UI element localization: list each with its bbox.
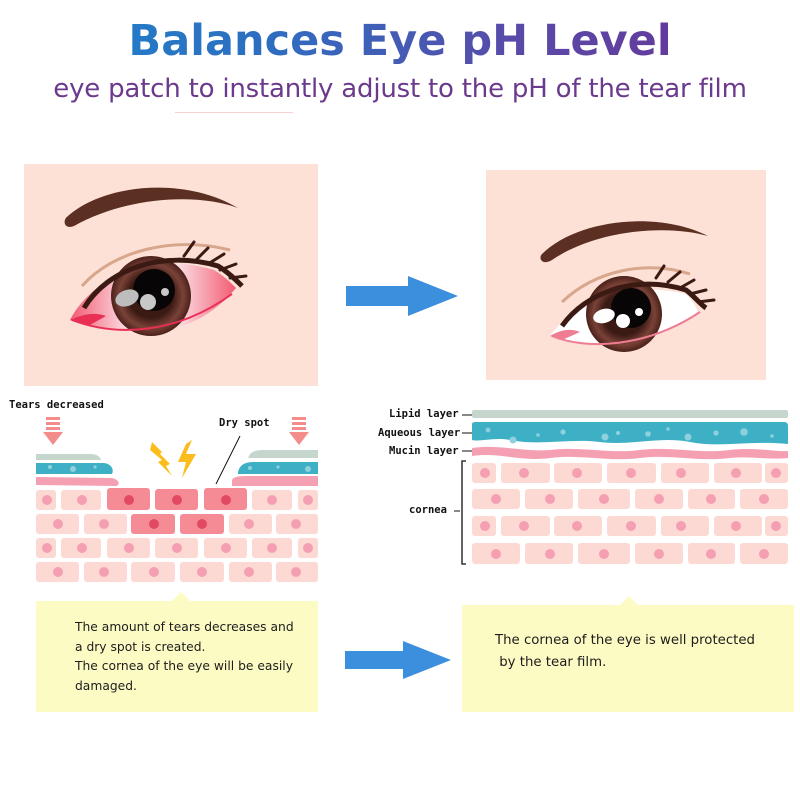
irritated-eye-panel — [24, 164, 318, 386]
callout-text-line: The cornea of the eye will be easily — [75, 659, 293, 673]
dry-spot-diagram: Tears decreased Dry spot — [0, 390, 330, 590]
page-subtitle: eye patch to instantly adjust to the pH … — [53, 74, 747, 104]
callout-text-line: a dry spot is created. — [75, 639, 206, 654]
cornea-label: cornea — [409, 504, 447, 516]
healthy-tear-film-diagram: Lipid layer Aqueous layer Mucin layer co… — [370, 400, 790, 580]
healthy-eye-panel — [486, 170, 766, 380]
tears-decreased-label: Tears decreased — [9, 399, 104, 411]
lipid-layer-label: Lipid layer — [389, 408, 459, 420]
irritated-eye-icon — [64, 187, 248, 336]
mucin-layer-label: Mucin layer — [389, 445, 459, 457]
aqueous-layer-label: Aqueous layer — [378, 427, 461, 439]
callout-text-line: by the tear film. — [495, 655, 607, 670]
protected-eye-callout: The cornea of the eye is well protected … — [462, 596, 794, 712]
lightning-icon — [150, 440, 196, 478]
arrow-right-icon — [346, 276, 458, 316]
callout-text-line: damaged. — [75, 678, 137, 693]
callout-text-line: The cornea of the eye is well protected — [495, 633, 755, 648]
dry-spot-label: Dry spot — [219, 417, 270, 429]
page-title: Balances Eye pH Level — [0, 16, 800, 66]
tear-arrow-right-icon — [289, 417, 309, 445]
decorative-divider — [175, 112, 293, 113]
arrow-right-icon — [345, 641, 451, 679]
callout-text-line: The amount of tears decreases and — [75, 620, 294, 634]
healthy-eye-icon — [540, 221, 716, 352]
tear-arrow-left-icon — [43, 417, 63, 445]
dry-eye-callout: The amount of tears decreases and a dry … — [36, 592, 318, 712]
